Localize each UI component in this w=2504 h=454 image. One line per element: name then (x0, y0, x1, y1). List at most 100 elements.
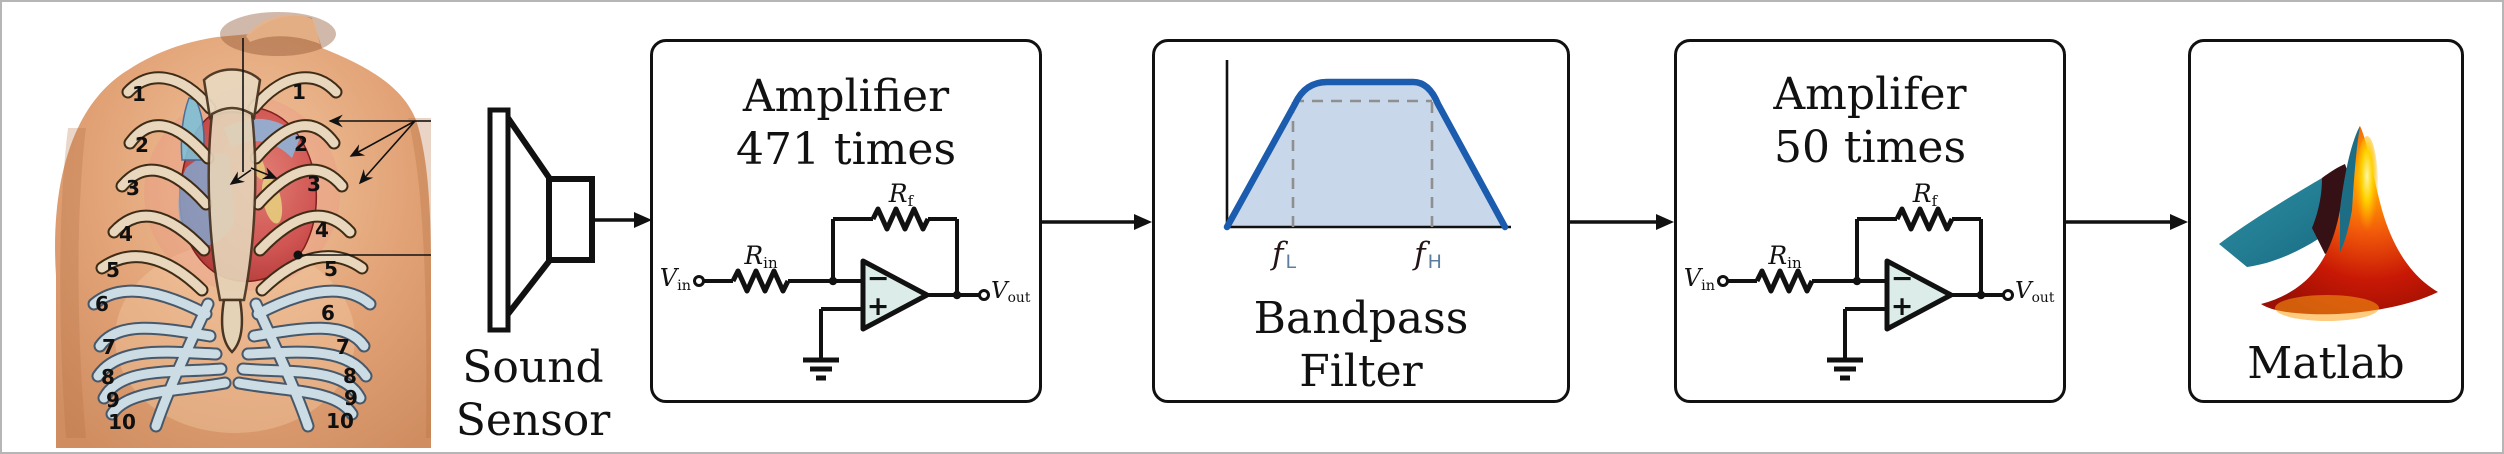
matlab-bottom-glow (2275, 295, 2379, 321)
amplifier1-vout-label: Vout (991, 278, 1031, 306)
chin (246, 14, 320, 44)
ground-icon (1827, 357, 1863, 381)
matlab-logo-icon (2219, 126, 2438, 321)
sound-sensor-speaker-icon (487, 107, 652, 333)
amplifier2-block: Amplifer 50 times (1674, 39, 2066, 403)
amplifier1-block: Amplifier 471 times (650, 39, 1042, 403)
amplifier2-title-line2: 50 times (1773, 122, 1967, 173)
bandpass-response-plot (1223, 60, 1511, 231)
rib-number-right: 2 (294, 132, 308, 156)
amplifier2-vout-label: Vout (2015, 278, 2055, 306)
bandpass-title: Bandpass Filter (1155, 292, 1567, 398)
bandpass-title-line1: Bandpass (1253, 293, 1469, 344)
matlab-wing-teal (2219, 178, 2347, 267)
rib-number-left: 10 (108, 410, 136, 434)
arrow-amplifier2-to-matlab (2066, 214, 2188, 230)
junction-dot-input (828, 276, 838, 286)
signal-arrow-head (634, 212, 652, 228)
rib-number-right: 9 (344, 386, 358, 410)
amplifier2-rf-label: Rf (1912, 179, 1938, 211)
rib-number-left: 1 (132, 82, 146, 106)
rib-number-right: 8 (343, 364, 357, 388)
speaker-cone-top (505, 116, 553, 181)
ground-icon (803, 357, 839, 381)
amplifier1-title: Amplifier 471 times (653, 70, 1039, 176)
vin-terminal (693, 275, 705, 287)
callout-arrow-3 (358, 120, 416, 185)
amplifier1-title-line1: Amplifier (742, 71, 950, 122)
opamp-icon (1884, 258, 1954, 332)
bandpass-curve-stroke (1223, 78, 1509, 231)
callout-dot (293, 250, 303, 260)
vin-terminal (1717, 275, 1729, 287)
amplifier1-vin-label: Vin (659, 264, 691, 295)
matlab-block: Matlab (2188, 39, 2464, 403)
amplifier2-opamp-circuit (1717, 206, 2014, 381)
resistor-rin (1754, 268, 1815, 294)
left-torso-shadow (60, 128, 86, 438)
rib-number-left: 9 (106, 388, 120, 412)
junction-dot-output (1976, 290, 1986, 300)
rib-number-right: 7 (336, 335, 350, 359)
cutoff-dashed-lines (1291, 99, 1434, 227)
amplifier1-opamp-plus: + (866, 291, 890, 322)
opamp-icon (860, 258, 930, 332)
speaker-driver (546, 176, 595, 263)
rib-number-left: 8 (101, 365, 115, 389)
chest-anatomy-image: 1 2 3 4 5 6 7 8 9 10 1 2 3 4 5 6 7 8 9 1… (10, 8, 431, 448)
matlab-peak-teal-ridge (2340, 126, 2360, 252)
resistor-rin (730, 268, 791, 294)
amplifier1-title-line2: 471 times (735, 124, 957, 175)
vout-terminal (2002, 289, 2014, 301)
rib-number-left: 3 (126, 176, 140, 200)
arrow-amplifier1-to-bandpass (1042, 214, 1152, 230)
amplifier2-rin-label: Rin (1768, 241, 1802, 273)
heart-apex-arrow-left (229, 169, 252, 185)
matlab-yellow-streak (2356, 136, 2378, 236)
rib-number-right: 6 (321, 301, 335, 325)
resistor-rf (1894, 206, 1955, 232)
amplifier1-rf-label: Rf (888, 179, 914, 211)
heart-apex-arrow-right (250, 167, 278, 180)
annotation-lines (229, 38, 431, 256)
amplifier1-opamp-minus: − (866, 263, 890, 294)
sternum-body (207, 106, 257, 302)
rib-number-right: 3 (307, 172, 321, 196)
speaker-cone-bottom (505, 258, 553, 316)
sound-sensor-label-line2: Sensor (455, 395, 611, 446)
rib-number-left: 2 (135, 133, 149, 157)
amplifier2-vin-label: Vin (1683, 264, 1715, 295)
bandpass-title-line2: Filter (1299, 346, 1423, 397)
resistor-rf (870, 206, 931, 232)
rib-number-left: 5 (106, 258, 120, 282)
junction-dot-output (952, 290, 962, 300)
rib-number-right: 4 (315, 218, 329, 242)
rib-number-right: 1 (292, 80, 306, 104)
amplifier2-opamp-minus: − (1890, 263, 1914, 294)
amplifier1-opamp-circuit (693, 206, 990, 381)
rib-number-left: 4 (119, 222, 133, 246)
ribs-cartilage-core (89, 286, 375, 431)
sound-sensor-label: Sound Sensor (433, 341, 633, 447)
bandpass-curve-fill (1227, 82, 1505, 227)
amplifier2-title: Amplifer 50 times (1677, 68, 2063, 174)
rib-number-left: 7 (102, 335, 116, 359)
arrow-bandpass-to-amplifier2 (1570, 214, 1674, 230)
right-arm-shadow (408, 118, 431, 438)
rib-numbers: 1 2 3 4 5 6 7 8 9 10 1 2 3 4 5 6 7 8 9 1… (95, 80, 358, 434)
matlab-label: Matlab (2247, 338, 2405, 389)
plot-axes (1225, 60, 1511, 229)
speaker-diaphragm (487, 107, 511, 333)
junction-dot-input (1852, 276, 1862, 286)
rib-number-right: 10 (326, 409, 354, 433)
amplifier1-rin-label: Rin (744, 241, 778, 273)
sound-sensor-label-line1: Sound (462, 342, 604, 393)
amplifier2-opamp-plus: + (1890, 291, 1914, 322)
rib-number-right: 5 (324, 257, 338, 281)
xiphoid-process (220, 298, 244, 354)
rib-number-left: 6 (95, 292, 109, 316)
ribs-bone-core (97, 73, 367, 295)
